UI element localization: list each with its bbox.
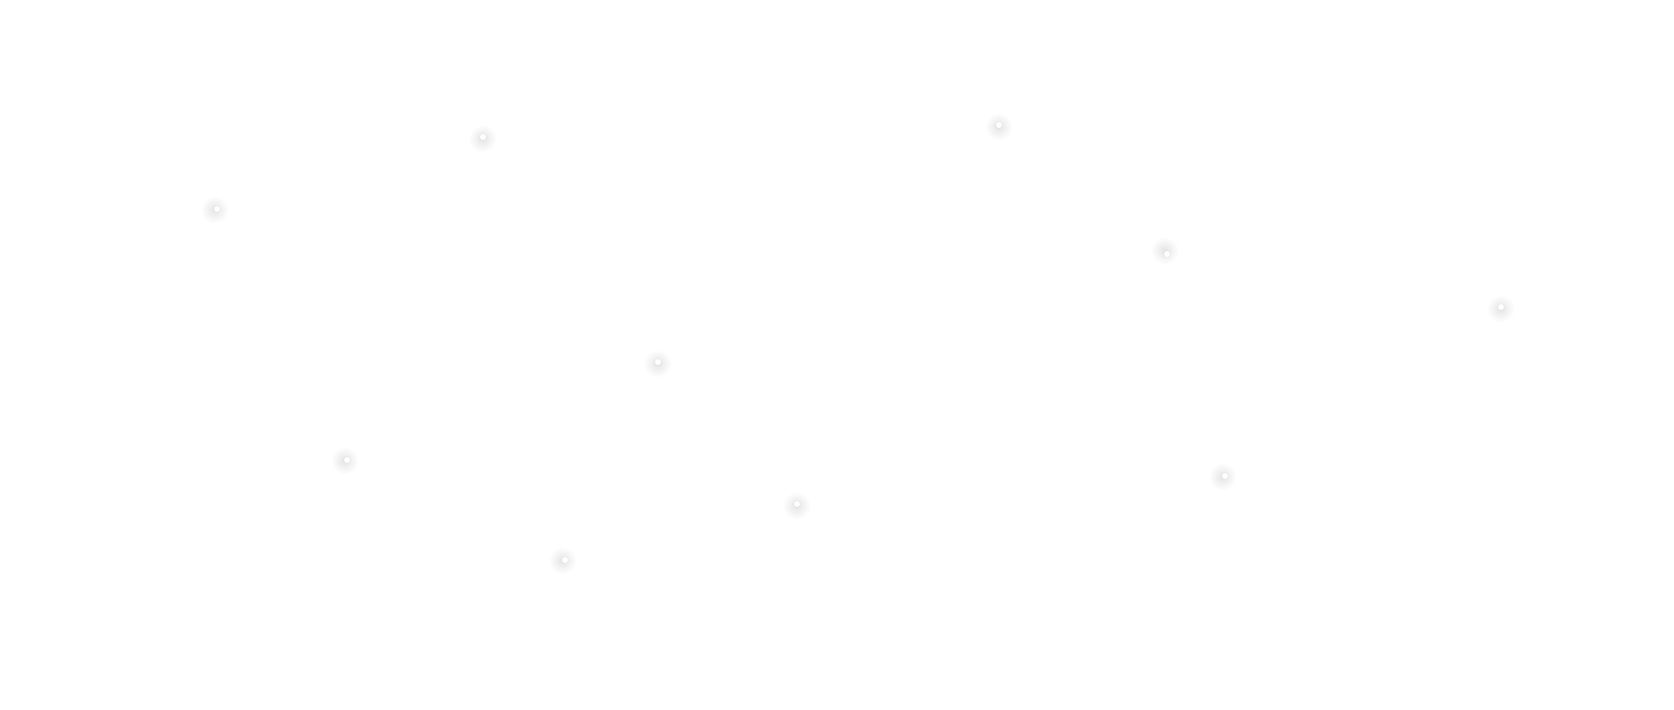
sparkle-dot-icon (1152, 238, 1178, 264)
sparkle-core (655, 359, 661, 365)
sparkle-dot-icon (470, 126, 496, 152)
sparkle-dot-icon (1488, 296, 1514, 322)
sparkle-dot-icon (202, 197, 228, 223)
sparkle-core (1498, 304, 1504, 310)
sparkle-core (480, 134, 486, 140)
sparkle-dot-icon (784, 493, 810, 519)
sparkle-dot-icon (332, 448, 358, 474)
sparkle-core (344, 457, 350, 463)
sparkle-dot-icon (645, 351, 671, 377)
sparkle-dot-icon (986, 114, 1012, 140)
sparkle-core (214, 206, 220, 212)
sparkle-core (794, 501, 800, 507)
sparkle-core (1164, 251, 1170, 257)
sparkle-core (1222, 473, 1228, 479)
sparkle-core (996, 122, 1002, 128)
sparkle-dot-icon (1210, 464, 1236, 490)
sparkle-core (562, 557, 568, 563)
sparkle-dot-icon (550, 548, 576, 574)
